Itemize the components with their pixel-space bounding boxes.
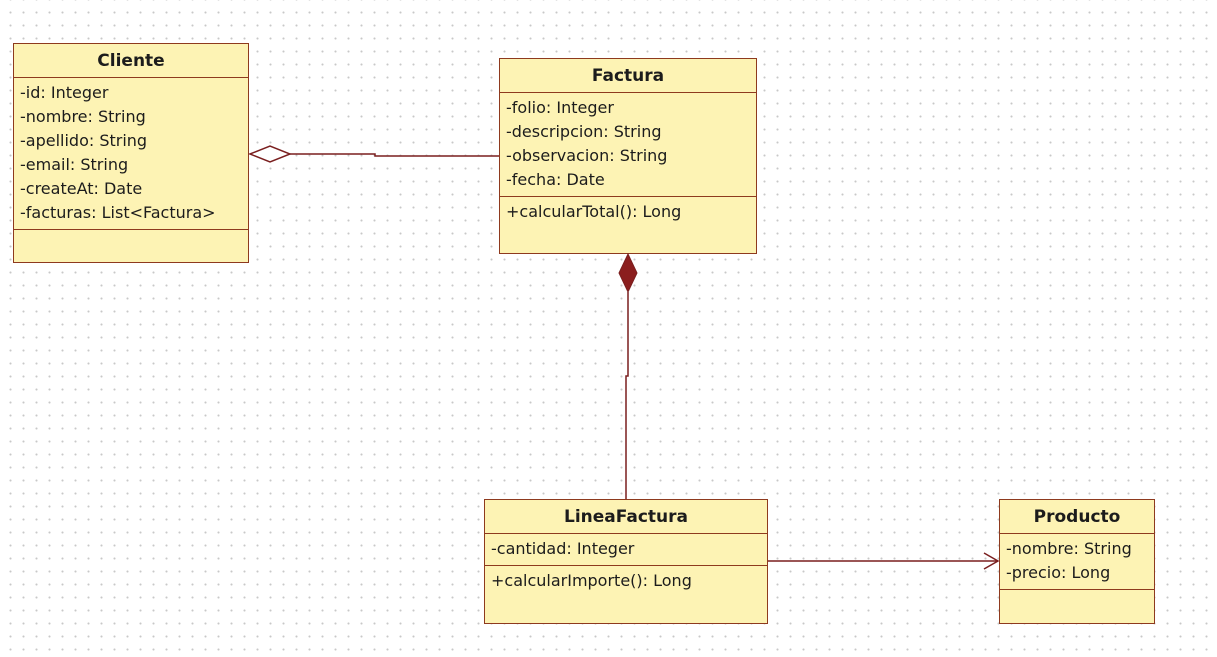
composition-factura-lineafactura[interactable] [618, 252, 638, 499]
association-lineafactura-producto[interactable] [768, 552, 1000, 570]
class-name: Factura [500, 59, 756, 93]
attributes-compartment: -nombre: String -precio: Long [1000, 534, 1154, 590]
operation: +calcularImporte(): Long [491, 571, 692, 590]
class-cliente[interactable]: Cliente -id: Integer -nombre: String -ap… [13, 43, 249, 263]
attribute: -nombre: String [20, 107, 146, 126]
operations-compartment: +calcularImporte(): Long [485, 566, 767, 597]
attributes-compartment: -folio: Integer -descripcion: String -ob… [500, 93, 756, 197]
class-producto[interactable]: Producto -nombre: String -precio: Long [999, 499, 1155, 624]
attribute: -email: String [20, 155, 129, 174]
filled-diamond-icon [618, 252, 638, 294]
attribute: -cantidad: Integer [491, 539, 635, 558]
open-arrow-icon [983, 552, 1000, 570]
attributes-compartment: -cantidad: Integer [485, 534, 767, 566]
attribute: -id: Integer [20, 83, 109, 102]
attribute: -precio: Long [1006, 563, 1111, 582]
class-name: Producto [1000, 500, 1154, 534]
attribute: -createAt: Date [20, 179, 143, 198]
class-lineafactura[interactable]: LineaFactura -cantidad: Integer +calcula… [484, 499, 768, 624]
operation: +calcularTotal(): Long [506, 202, 682, 221]
attribute: -fecha: Date [506, 170, 605, 189]
operations-compartment: +calcularTotal(): Long [500, 197, 756, 228]
aggregation-line [290, 153, 499, 157]
attribute: -observacion: String [506, 146, 668, 165]
aggregation-cliente-factura[interactable] [247, 145, 499, 163]
attribute: -folio: Integer [506, 98, 614, 117]
attributes-compartment: -id: Integer -nombre: String -apellido: … [14, 78, 248, 230]
attribute: -descripcion: String [506, 122, 662, 141]
composition-line [625, 292, 629, 499]
attribute: -nombre: String [1006, 539, 1132, 558]
attribute: -facturas: List<Factura> [20, 203, 216, 222]
hollow-diamond-icon [247, 145, 293, 163]
class-name: LineaFactura [485, 500, 767, 534]
class-name: Cliente [14, 44, 248, 78]
attribute: -apellido: String [20, 131, 148, 150]
class-factura[interactable]: Factura -folio: Integer -descripcion: St… [499, 58, 757, 254]
